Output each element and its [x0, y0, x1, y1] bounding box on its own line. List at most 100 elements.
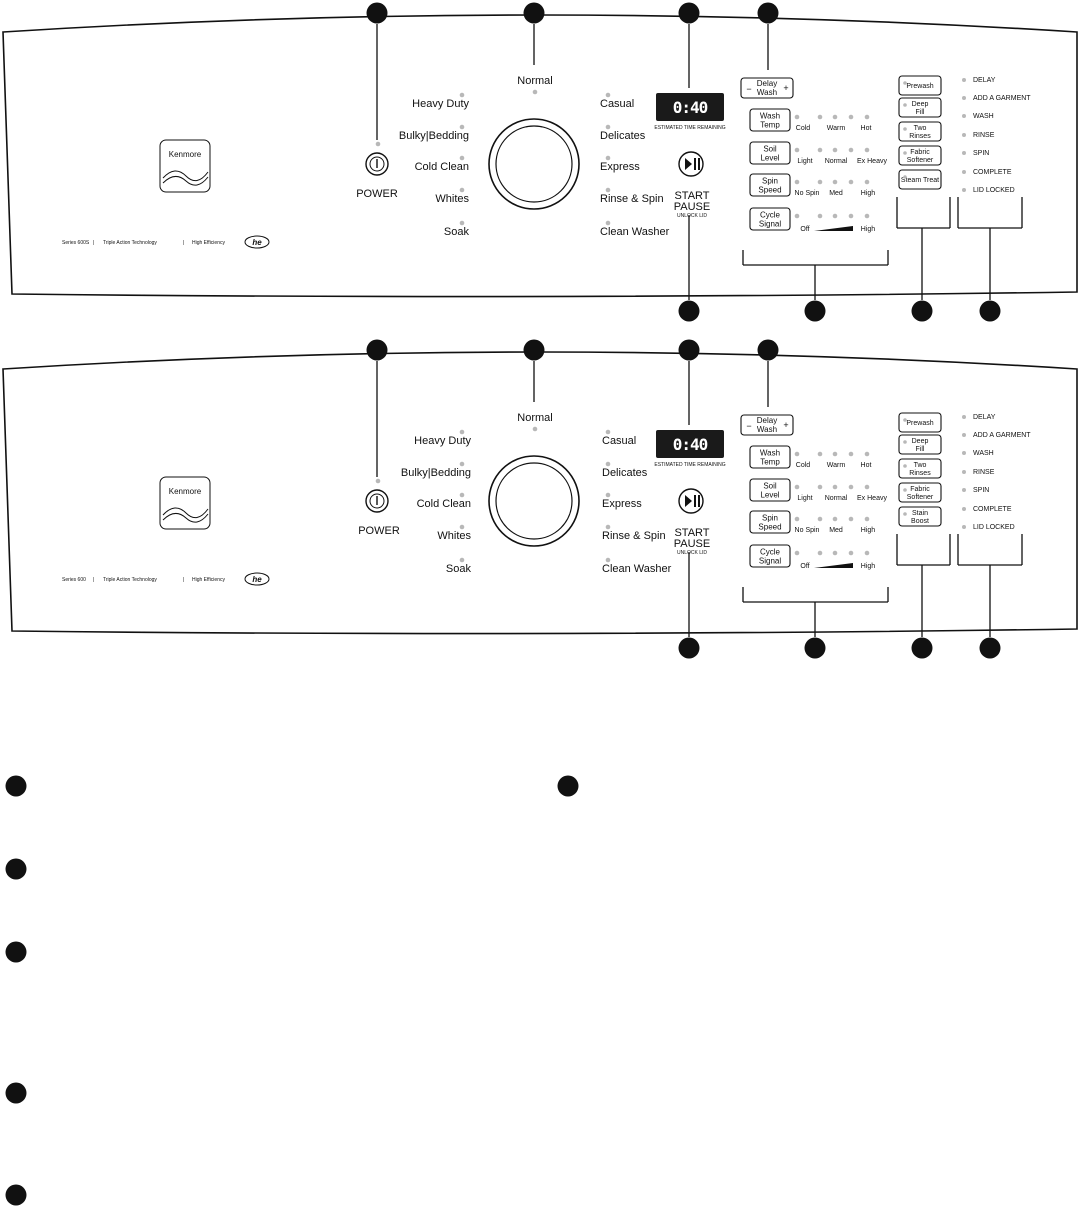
wash-temp-button-label: Temp [760, 457, 780, 466]
option-button-5-label: Boost [911, 518, 929, 525]
delay-wash-frame[interactable] [740, 77, 794, 99]
soil-level-indicator-light [832, 484, 838, 490]
cycle-label-left: Cold Clean [417, 498, 471, 510]
cycle-label-normal: Normal [517, 75, 552, 87]
power-button[interactable] [365, 489, 389, 513]
start-pause-button[interactable] [678, 151, 704, 177]
option-button-5-frame[interactable] [898, 506, 942, 527]
time-display-value: 0:40 [673, 98, 708, 117]
delay-wash-label: Delay [757, 416, 777, 425]
option-button-2-label: Deep [912, 438, 929, 445]
status-indicator-light [962, 507, 966, 511]
knob-inner[interactable] [495, 125, 573, 203]
status-indicator-light [962, 151, 966, 155]
soil-level-button-frame[interactable] [749, 141, 791, 165]
power-indicator-light [375, 141, 381, 147]
wash-temp-button-frame[interactable] [749, 445, 791, 469]
plus-icon: + [783, 420, 788, 430]
status-label: LID LOCKED [973, 524, 1015, 531]
delay-wash-frame[interactable] [740, 414, 794, 436]
cycle-selector-knob[interactable] [488, 118, 580, 210]
soil-level-indicator-light [794, 147, 800, 153]
spin-speed-level-label: Med [829, 527, 843, 534]
option-button-2-frame[interactable] [898, 97, 942, 118]
cycle-selector-knob[interactable] [488, 455, 580, 547]
knob-inner[interactable] [495, 462, 573, 540]
cycle-label-right: Delicates [600, 130, 646, 142]
kenmore-logo-text: Kenmore [169, 150, 202, 159]
option-button-3-frame[interactable] [898, 458, 942, 479]
cycle-signal-button-frame[interactable] [749, 544, 791, 568]
wash-temp-button-frame[interactable] [749, 108, 791, 132]
soil-level-button-label: Level [760, 153, 779, 162]
option-button-4-frame[interactable] [898, 145, 942, 166]
kenmore-logo-frame [159, 476, 211, 530]
cycle-signal-indicator-light [794, 213, 800, 219]
spin-speed-button-frame[interactable] [749, 510, 791, 534]
soil-level-button-frame[interactable] [749, 478, 791, 502]
option-button-3-label: Two [914, 462, 927, 469]
spin-speed-indicator-light [832, 179, 838, 185]
option-button-1[interactable]: Prewash [898, 75, 942, 96]
wash-temp-level-label: Cold [796, 125, 811, 132]
cycle-label-left: Cold Clean [415, 161, 469, 173]
spin-speed-level-label: High [861, 527, 876, 534]
wash-temp-level-label: Hot [861, 462, 872, 469]
cycle-label-left: Whites [437, 530, 471, 542]
soil-level-indicator-light [864, 147, 870, 153]
option-button-3-frame[interactable] [898, 121, 942, 142]
status-label: WASH [973, 450, 994, 457]
option-button-2-frame[interactable] [898, 434, 942, 455]
spin-speed-button-label: Spin [762, 176, 778, 185]
tech-label: Triple Action Technology [103, 240, 157, 246]
cycle-signal-level-label: Off [800, 226, 809, 233]
power-button[interactable] [365, 152, 389, 176]
option-button-4-frame[interactable] [898, 482, 942, 503]
cycle-label-left: Soak [446, 563, 472, 575]
wash-temp-indicator-light [817, 451, 823, 457]
soil-level-level-label: Ex Heavy [857, 495, 887, 502]
power-icon [369, 156, 385, 172]
option-button-5-label: Steam Treat [901, 177, 939, 184]
option-button-5[interactable]: Steam Treat [898, 169, 942, 190]
option-indicator-light [903, 418, 907, 422]
option-button-1[interactable]: Prewash [898, 412, 942, 433]
option-button-1-frame[interactable] [898, 412, 942, 433]
soil-level-indicator-light [817, 484, 823, 490]
cycle-signal-button-label: Signal [759, 556, 781, 565]
unlock-label: UNLOCK LID [677, 550, 707, 556]
option-button-1-frame[interactable] [898, 75, 942, 96]
option-button-5-frame[interactable] [898, 169, 942, 190]
soil-level-level-label: Normal [825, 495, 848, 502]
cycle-indicator-right [605, 92, 611, 98]
cycle-signal-button-label: Cycle [760, 547, 781, 556]
kenmore-logo-wave [162, 507, 209, 519]
cycle-signal-button-label: Signal [759, 219, 781, 228]
cycle-signal-button-frame[interactable] [749, 207, 791, 231]
option-indicator-light [903, 151, 907, 155]
wash-temp-indicator-light [848, 114, 854, 120]
play-pause-icon [694, 495, 696, 507]
spin-speed-button-frame[interactable] [749, 173, 791, 197]
soil-level-button-label: Level [760, 490, 779, 499]
minus-icon: − [746, 84, 751, 94]
start-pause-button[interactable] [678, 488, 704, 514]
spin-speed-button-label: Speed [758, 522, 781, 531]
